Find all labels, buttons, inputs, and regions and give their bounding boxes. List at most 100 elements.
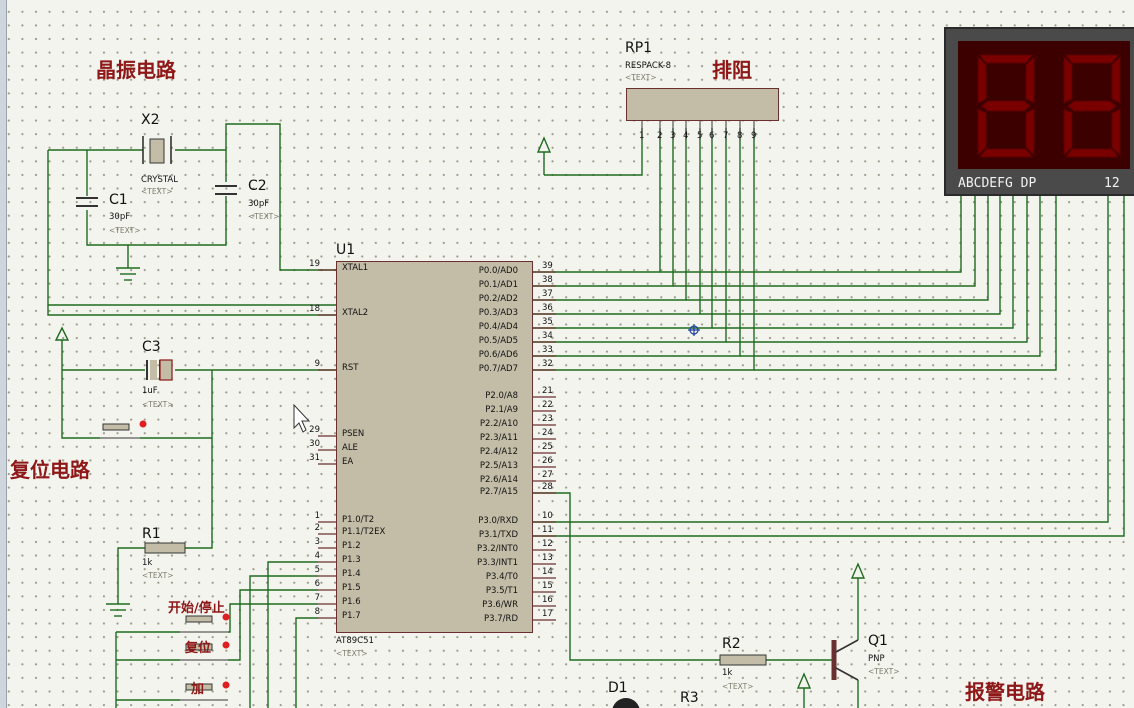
- c1-value: 30pF: [109, 212, 131, 222]
- mcu-pin-number: 38: [542, 275, 553, 285]
- mcu-pin-name: P3.4/T0: [485, 572, 518, 582]
- mcu-pin-name: P2.4/A12: [479, 447, 518, 457]
- mcu-pin-name: P0.0/AD0: [478, 266, 518, 276]
- mcu-pin-name: P1.6: [342, 597, 361, 607]
- mcu-pin-number: 28: [542, 482, 553, 492]
- mcu-pin-name: P3.5/T1: [485, 586, 518, 596]
- start-stop-button-label: 开始/停止: [168, 601, 225, 616]
- rp1-pin-number: 7: [723, 131, 729, 141]
- rp1-pin-number: 6: [709, 131, 715, 141]
- mcu-pin-name: P1.7: [342, 611, 361, 621]
- mcu-pin-name: P0.2/AD2: [478, 294, 518, 304]
- mcu-pin-number: 17: [542, 609, 553, 619]
- r2-ref[interactable]: R2: [722, 636, 741, 652]
- mcu-pin-number: 29: [309, 425, 320, 435]
- mcu-pin-name: P3.6/WR: [482, 600, 518, 610]
- u1-text: <TEXT>: [336, 649, 368, 658]
- mcu-pin-name: P0.1/AD1: [478, 280, 518, 290]
- mcu-pin-number: 10: [542, 511, 553, 521]
- mcu-pin-number: 23: [542, 414, 553, 424]
- mcu-pin-number: 21: [542, 386, 553, 396]
- display-segment-labels: ABCDEFG DP: [958, 176, 1037, 191]
- u1-part: AT89C51: [336, 636, 374, 646]
- rp1-pin-number: 9: [751, 131, 757, 141]
- rp1-pin-number: 2: [657, 131, 663, 141]
- crystal-circuit-title: 晶振电路: [96, 58, 176, 82]
- mcu-pin-number: 9: [314, 359, 320, 369]
- rp1-pin-number: 3: [670, 131, 676, 141]
- pullup-title: 排阻: [712, 58, 752, 82]
- mcu-pin-number: 19: [309, 259, 320, 269]
- mcu-pin-number: 37: [542, 289, 553, 299]
- seven-segment-display[interactable]: ABCDEFG DP 12: [944, 27, 1134, 196]
- mcu-pin-name: ALE: [342, 443, 358, 453]
- rp1-body[interactable]: [626, 88, 779, 121]
- c3-value: 1uF: [142, 386, 158, 396]
- mcu-pin-name: P3.3/INT1: [477, 558, 518, 568]
- d1-ref[interactable]: D1: [608, 680, 628, 696]
- rp1-ref[interactable]: RP1: [625, 40, 653, 56]
- plus-button-label: 加: [191, 682, 205, 697]
- c2-value: 30pF: [248, 199, 270, 209]
- r1-value: 1k: [142, 558, 153, 568]
- mcu-pin-number: 16: [542, 595, 553, 605]
- c2-ref[interactable]: C2: [248, 178, 267, 194]
- c3-ref[interactable]: C3: [142, 339, 161, 355]
- digit-1: [977, 54, 1035, 158]
- rp1-pin-number: 8: [737, 131, 743, 141]
- digit-2: [1063, 54, 1121, 158]
- u1-ref[interactable]: U1: [336, 242, 356, 258]
- mcu-pin-number: 2: [314, 523, 320, 533]
- mcu-pin-name: P2.7/A15: [479, 487, 518, 497]
- mcu-pin-name: P2.3/A11: [479, 433, 518, 443]
- mcu-pin-number: 25: [542, 442, 553, 452]
- q1-ref[interactable]: Q1: [868, 633, 888, 649]
- reset-circuit-title: 复位电路: [10, 458, 90, 482]
- r2-value: 1k: [722, 668, 733, 678]
- c3-text: <TEXT>: [142, 400, 174, 409]
- mcu-pin-number: 35: [542, 317, 553, 327]
- mcu-pin-number: 30: [309, 439, 320, 449]
- crystal-symbol: [142, 136, 172, 164]
- mcu-pin-number: 36: [542, 303, 553, 313]
- mcu-pin-name: XTAL1: [342, 263, 369, 273]
- mcu-pin-name: P1.0/T2: [342, 515, 375, 525]
- mcu-pin-number: 12: [542, 539, 553, 549]
- mcu-pin-name: P3.0/RXD: [478, 516, 518, 526]
- mcu-pin-name: P0.4/AD4: [478, 322, 518, 332]
- x2-ref[interactable]: X2: [141, 112, 160, 128]
- mcu-pin-name: P0.5/AD5: [478, 336, 518, 346]
- mcu-pin-name: EA: [342, 457, 354, 467]
- r3-ref[interactable]: R3: [680, 690, 699, 706]
- mcu-pin-name: P0.3/AD3: [478, 308, 518, 318]
- mcu-pin-name: P3.1/TXD: [478, 530, 518, 540]
- x2-type: CRYSTAL: [141, 175, 178, 185]
- r1-ref[interactable]: R1: [142, 526, 161, 542]
- mcu-pin-number: 5: [314, 565, 320, 575]
- canvas-left-border: [0, 0, 7, 708]
- q1-text: <TEXT>: [868, 667, 900, 676]
- mcu-pin-number: 33: [542, 345, 553, 355]
- mcu-pin-number: 39: [542, 261, 553, 271]
- mcu-pin-name: P1.1/T2EX: [342, 527, 386, 537]
- display-digit-labels: 12: [1104, 176, 1120, 191]
- u1-body[interactable]: [336, 261, 533, 633]
- c1-ref[interactable]: C1: [109, 192, 128, 208]
- mcu-pin-number: 7: [314, 593, 320, 603]
- rp1-text: <TEXT>: [625, 73, 657, 82]
- mcu-pin-name: P0.6/AD6: [478, 350, 518, 360]
- x2-text: <TEXT>: [141, 187, 173, 196]
- rp1-pin-number: 4: [683, 131, 689, 141]
- mcu-pin-name: P3.7/RD: [484, 614, 518, 624]
- display-face: [958, 41, 1130, 169]
- mcu-pin-name: P1.2: [342, 541, 361, 551]
- mcu-pin-name: P1.3: [342, 555, 361, 565]
- c2-text: <TEXT>: [248, 212, 280, 221]
- mcu-pin-number: 4: [314, 551, 320, 561]
- mcu-pin-name: P2.6/A14: [479, 475, 518, 485]
- mcu-pin-name: P2.1/A9: [485, 405, 518, 415]
- mcu-pin-number: 1: [314, 511, 320, 521]
- mcu-pin-number: 32: [542, 359, 553, 369]
- mcu-pin-number: 3: [314, 537, 320, 547]
